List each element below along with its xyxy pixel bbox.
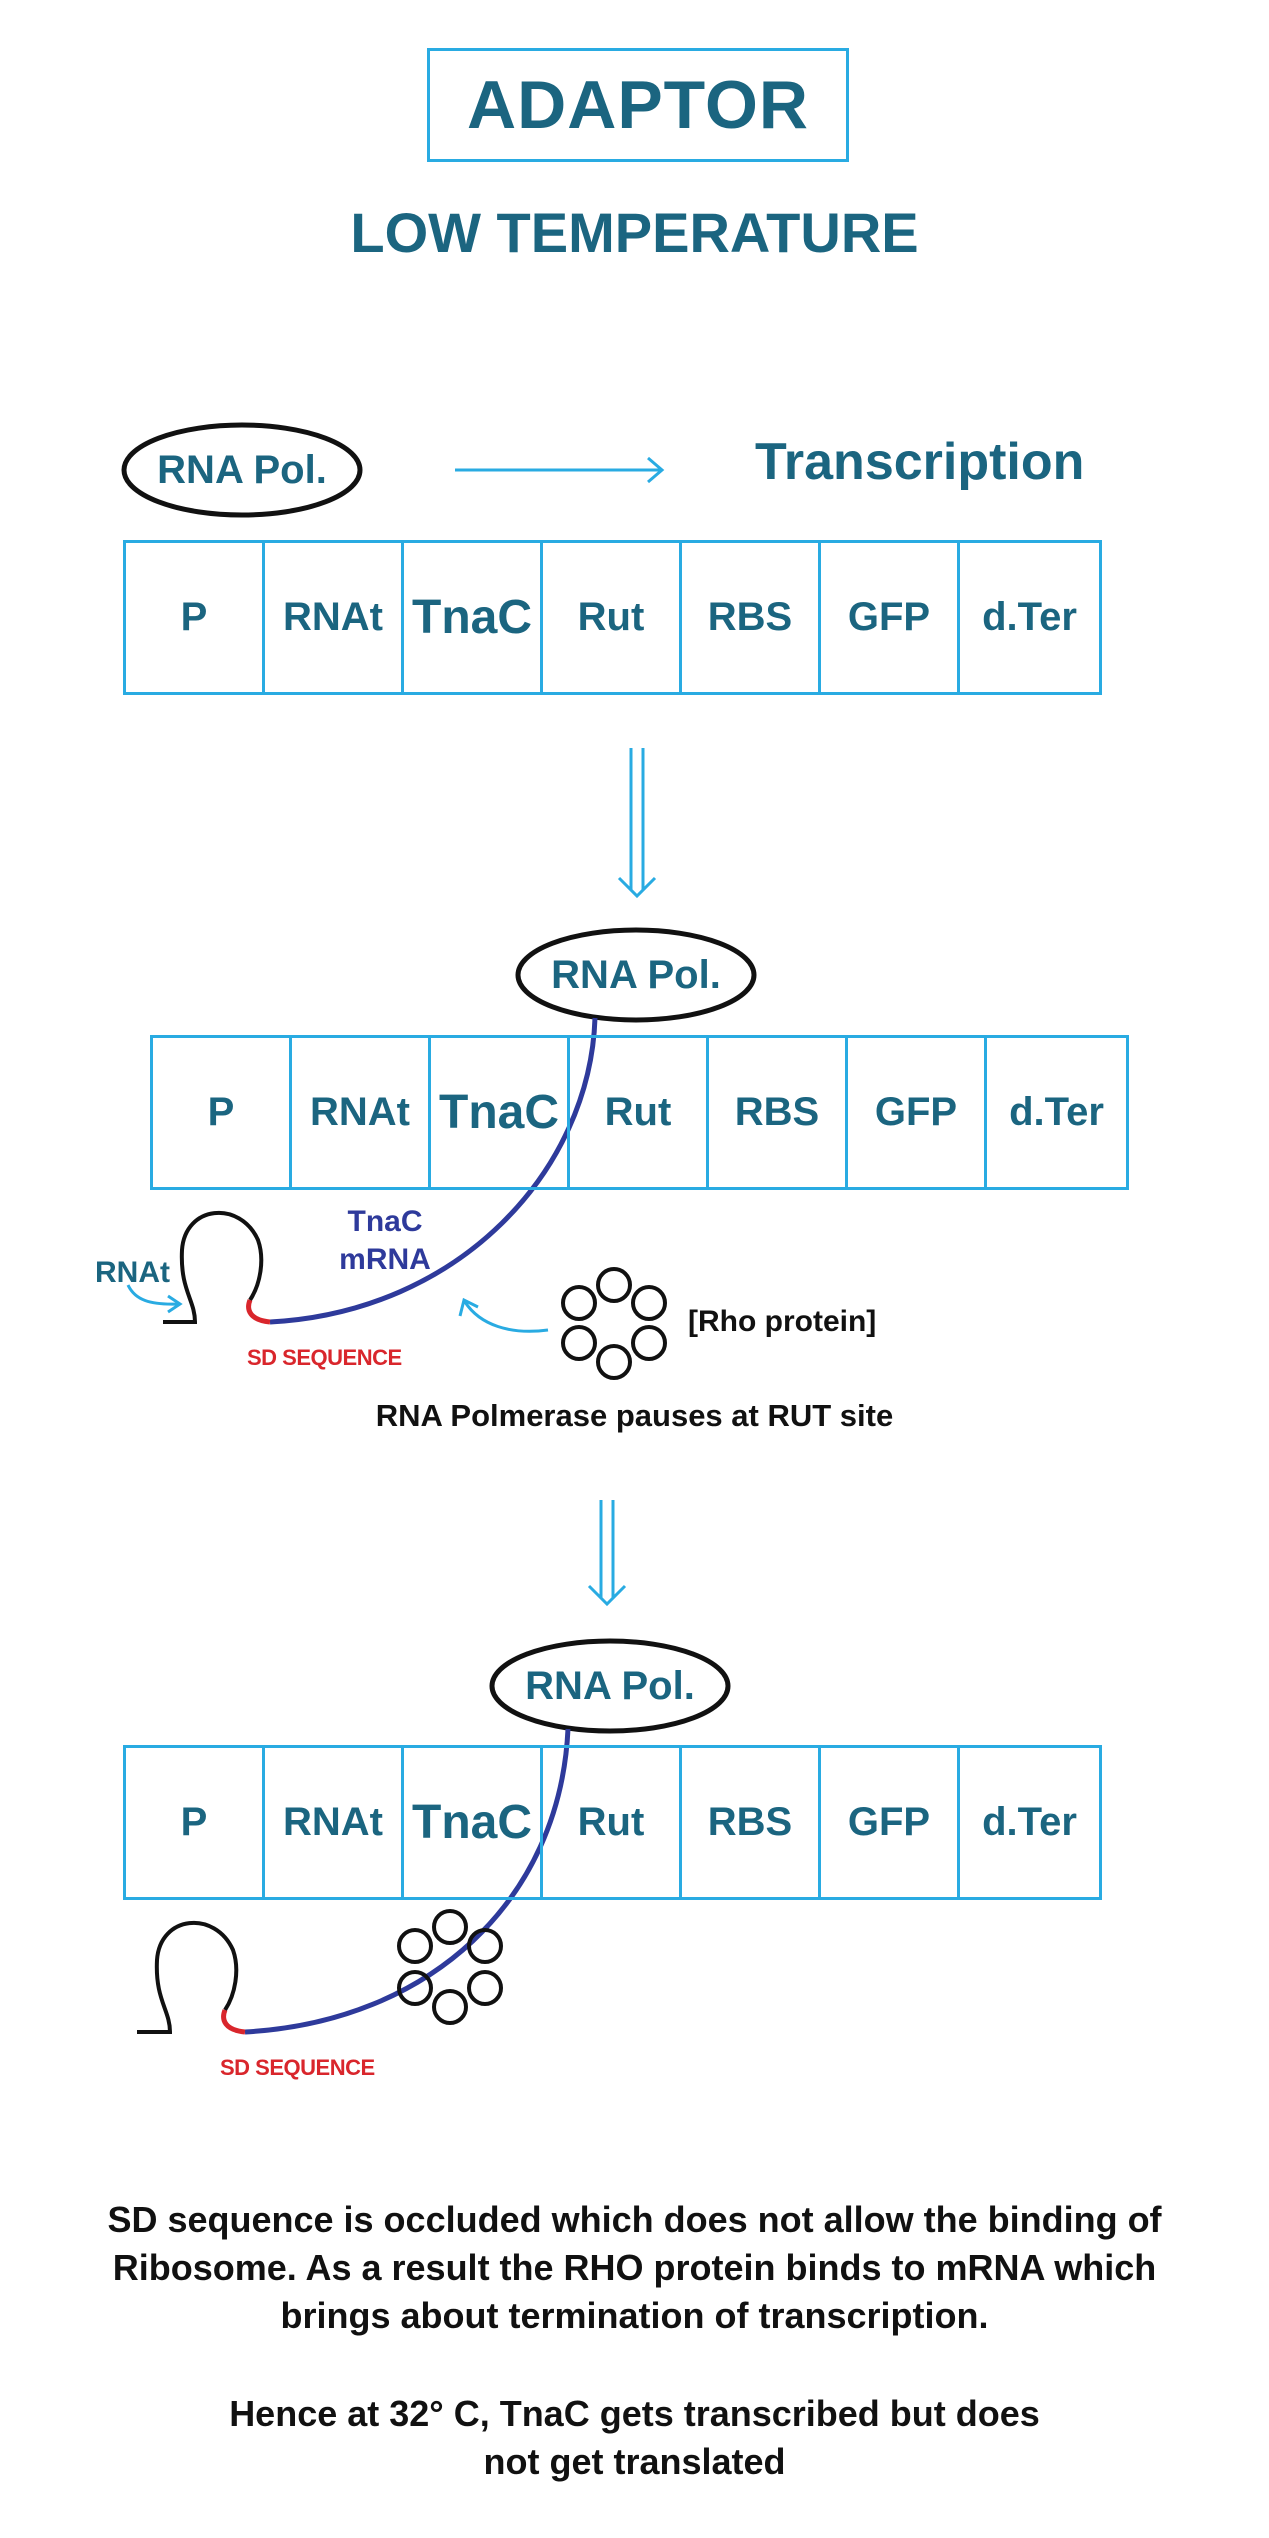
gene-cell-p: P xyxy=(126,1748,265,1897)
gene-cell-gfp: GFP xyxy=(821,1748,960,1897)
gene-cell-rbs: RBS xyxy=(682,1748,821,1897)
sd-red-segment-2 xyxy=(246,1299,271,1325)
gene-cell-p: P xyxy=(126,543,265,692)
subtitle: LOW TEMPERATURE xyxy=(350,201,919,264)
stage2-caption: RNA Polmerase pauses at RUT site xyxy=(375,1398,894,1433)
rna-pol-label-2: RNA Pol. xyxy=(551,952,721,997)
rho-protein-label: [Rho protein] xyxy=(688,1305,877,1338)
gene-construct-2: P RNAt TnaC Rut RBS GFP d.Ter xyxy=(150,1035,1129,1190)
tnac-mrna-label-line1: TnaC xyxy=(347,1205,423,1238)
transcription-label: Transcription xyxy=(755,433,1085,491)
sd-red-segment-3 xyxy=(221,2009,246,2035)
tnac-mrna-curve xyxy=(269,1017,598,1325)
conclusion-line-2: Ribosome. As a result the RHO protein bi… xyxy=(112,2247,1157,2288)
gene-cell-rnat: RNAt xyxy=(265,543,404,692)
gene-cell-gfp: GFP xyxy=(821,543,960,692)
hairpin-loop-2 xyxy=(163,1210,264,1324)
gene-cell-dter: d.Ter xyxy=(982,595,1077,639)
sd-sequence-label-2: SD SEQUENCE xyxy=(247,1345,402,1370)
gene-cell-tnac: TnaC xyxy=(431,1038,570,1187)
conclusion-line-5: not get translated xyxy=(483,2441,786,2482)
rna-pol-ellipse-2 xyxy=(515,927,757,1023)
gene-cell-tnac: TnaC xyxy=(404,543,543,692)
rna-pol-ellipse-3 xyxy=(489,1638,731,1734)
conclusion-paragraph-2: Hence at 32° C, TnaC gets transcribed bu… xyxy=(40,2390,1229,2486)
rnat-label: RNAt xyxy=(95,1256,170,1289)
page-title: ADAPTOR xyxy=(467,67,809,143)
gene-cell-rut: Rut xyxy=(543,543,682,692)
conclusion-line-3: brings about termination of transcriptio… xyxy=(280,2295,989,2336)
gene-cell-tnac: TnaC xyxy=(404,1748,543,1897)
gene-cell-rut: Rut xyxy=(570,1038,709,1187)
gene-cell-rnat: RNAt xyxy=(265,1748,404,1897)
rho-protein-hexamer-1 xyxy=(561,1267,667,1380)
down-arrow-1 xyxy=(617,748,657,899)
gene-cell-rnat: RNAt xyxy=(292,1038,431,1187)
title-box: ADAPTOR xyxy=(427,48,849,162)
tnac-mrna-label-line2: mRNA xyxy=(339,1243,431,1276)
gene-cell-rut: Rut xyxy=(543,1748,682,1897)
conclusion-line-4: Hence at 32° C, TnaC gets transcribed bu… xyxy=(229,2393,1040,2434)
conclusion-line-1: SD sequence is occluded which does not a… xyxy=(107,2199,1162,2240)
gene-cell-p: P xyxy=(153,1038,292,1187)
hairpin-loop-3 xyxy=(137,1920,239,2034)
gene-construct-1: P RNAt TnaC Rut RBS GFP d.Ter xyxy=(123,540,1102,695)
conclusion-paragraph-1: SD sequence is occluded which does not a… xyxy=(40,2196,1229,2340)
down-arrow-2 xyxy=(587,1500,627,1607)
gene-cell-gfp: GFP xyxy=(848,1038,987,1187)
gene-cell-rbs: RBS xyxy=(709,1038,848,1187)
sd-sequence-label-3: SD SEQUENCE xyxy=(220,2055,375,2080)
rnat-curved-arrow xyxy=(126,1284,179,1306)
rna-pol-label-3: RNA Pol. xyxy=(525,1663,695,1708)
rna-pol-label-1: RNA Pol. xyxy=(157,447,327,492)
gene-cell-dter: d.Ter xyxy=(982,1800,1077,1844)
rho-protein-hexamer-2 xyxy=(397,1909,503,2025)
gene-construct-3: P RNAt TnaC Rut RBS GFP d.Ter xyxy=(123,1745,1102,1900)
gene-cell-rbs: RBS xyxy=(682,543,821,692)
gene-cell-dter: d.Ter xyxy=(1009,1090,1104,1134)
rna-pol-ellipse-1 xyxy=(121,422,363,518)
mrna-curve-3 xyxy=(244,1728,571,2035)
rho-curved-arrow xyxy=(463,1301,549,1333)
